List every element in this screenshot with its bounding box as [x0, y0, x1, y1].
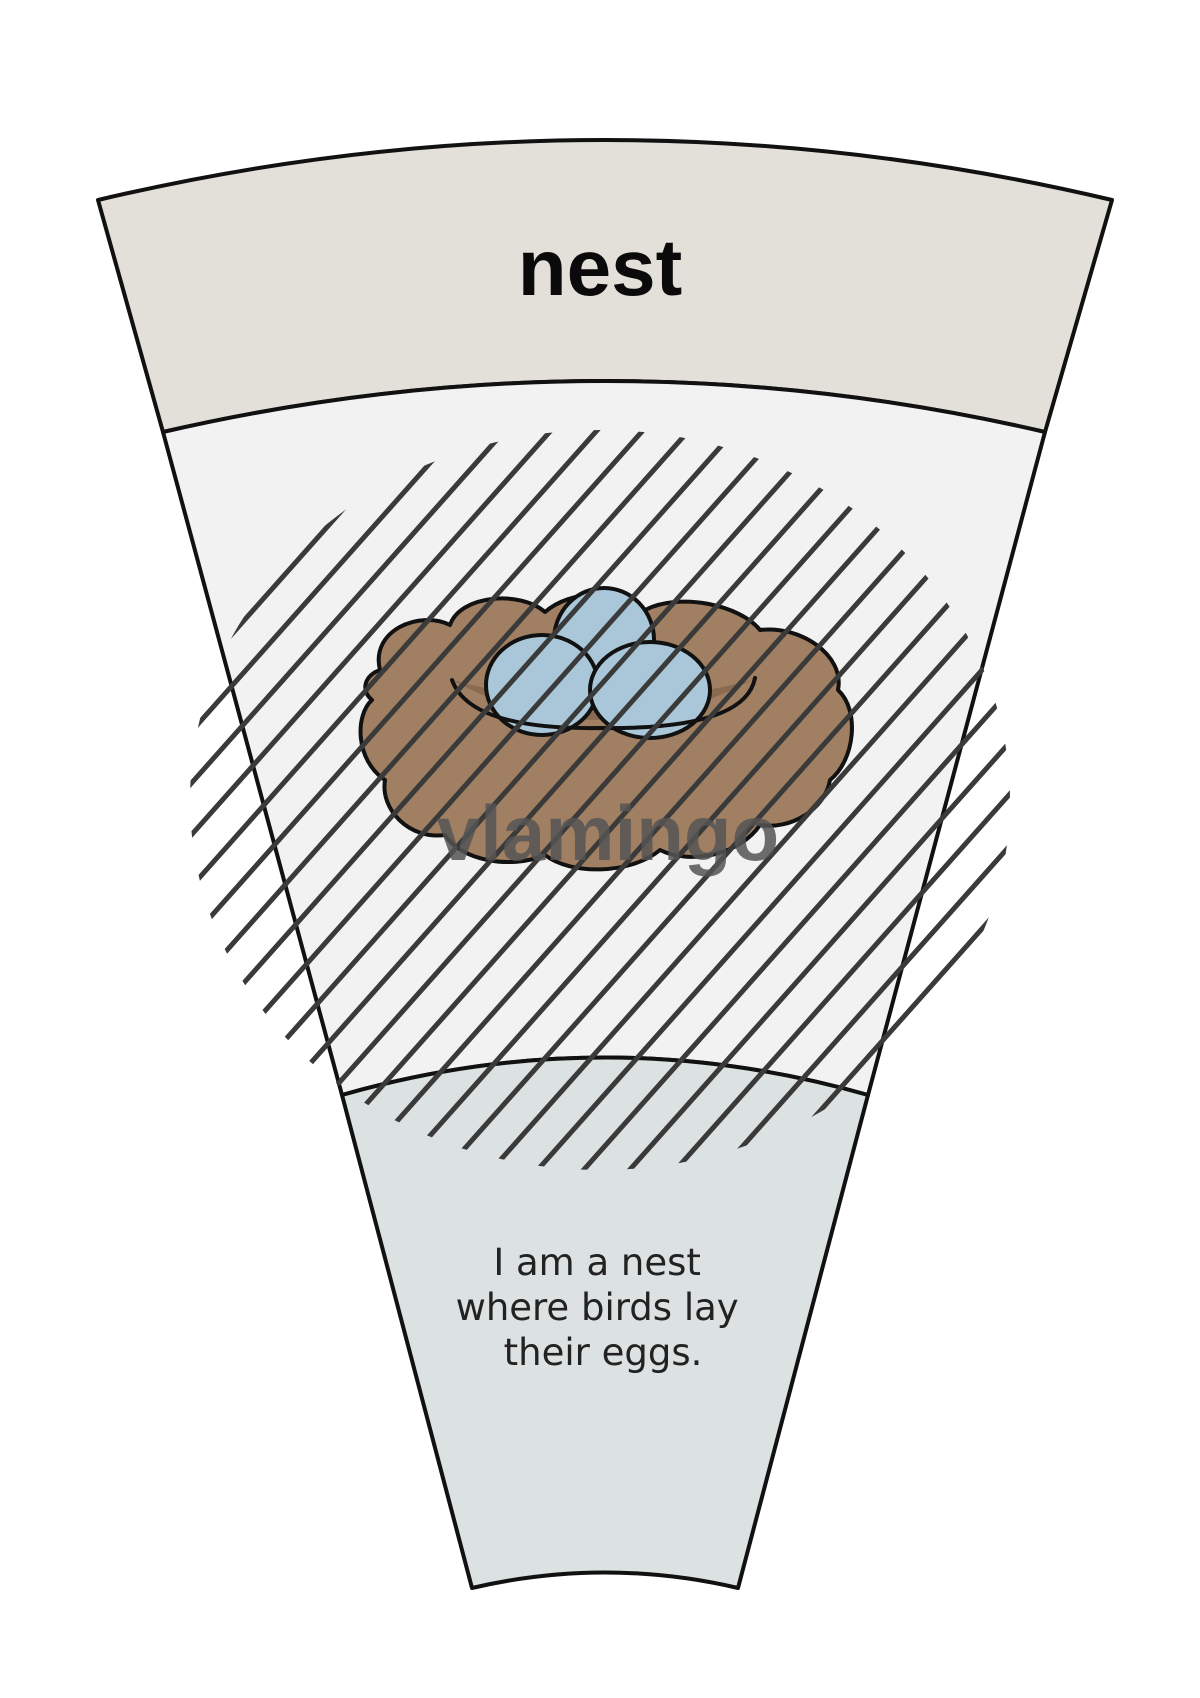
watermark-text: vlamingo: [437, 789, 779, 877]
watermark-stripe: [557, 430, 1010, 1170]
watermark-stripe: [373, 430, 1010, 1170]
watermark-stripe: [1158, 400, 1200, 1300]
watermark-stripe: [190, 430, 857, 1170]
card-description: I am a nest where birds lay their eggs.: [456, 1241, 751, 1374]
card-title: nest: [518, 223, 683, 312]
watermark-stripe: [190, 430, 443, 1170]
watermark-stripe: [465, 430, 1010, 1170]
watermark-stripe: [1020, 400, 1200, 1300]
watermark-stripe: [511, 430, 1010, 1170]
watermark-stripe: [190, 430, 673, 1170]
watermark-stripe: [190, 430, 627, 1170]
watermark-stripe: [190, 430, 765, 1170]
description-line-2: where birds lay: [456, 1286, 739, 1329]
description-line-3: their eggs.: [504, 1331, 703, 1374]
watermark-stripe: [190, 430, 811, 1170]
watermark-stripe: [190, 430, 719, 1170]
watermark-stripe: [1066, 400, 1200, 1300]
watermark-stripe: [190, 430, 581, 1170]
watermark-stripe: [190, 430, 489, 1170]
description-line-1: I am a nest: [493, 1241, 701, 1284]
watermark-stripe: [419, 430, 1010, 1170]
watermark-stripe: [190, 430, 535, 1170]
watermark-stripe: [1112, 400, 1200, 1300]
